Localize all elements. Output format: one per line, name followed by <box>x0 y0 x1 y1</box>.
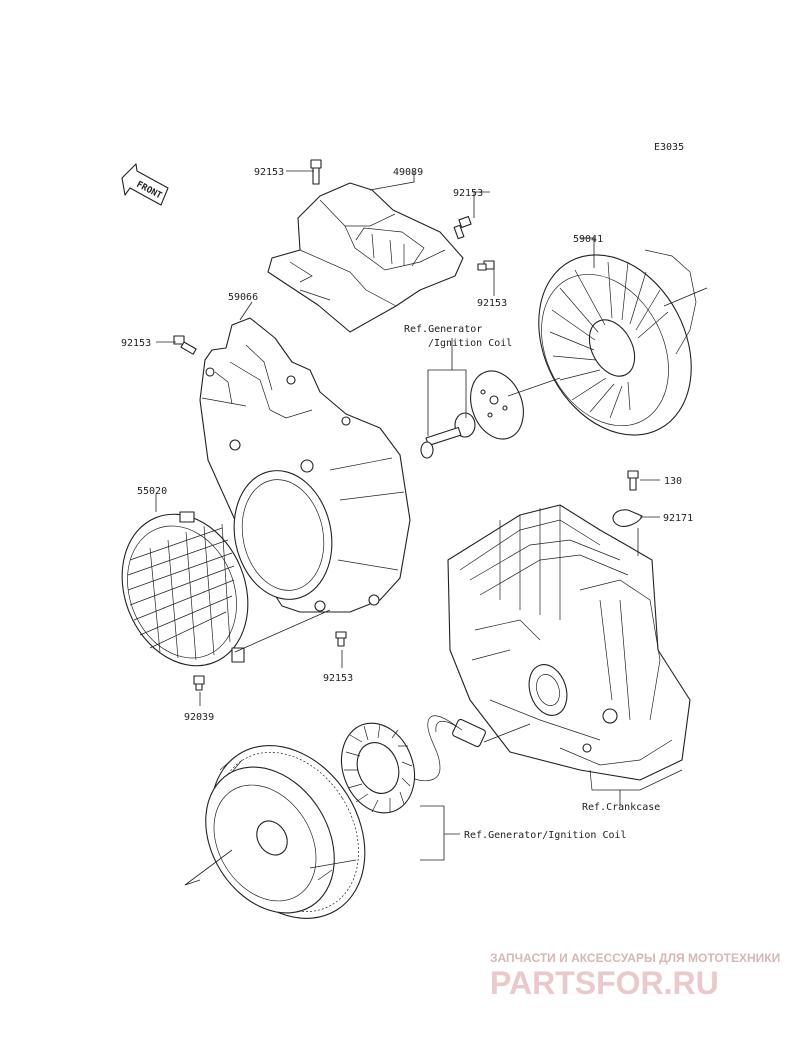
label-cover-top: 49089 <box>393 167 423 178</box>
generator-plate <box>420 370 524 459</box>
bolt-cover-lower <box>477 260 495 271</box>
flywheel-fan-59041 <box>538 249 697 436</box>
label-bolt-top-left: 92153 <box>254 167 284 178</box>
fan-shroud-59066 <box>199 317 411 613</box>
front-arrow-icon: FRONT <box>121 163 169 206</box>
label-ref-generator-1: Ref.Generator <box>404 324 482 335</box>
clamp-92171 <box>612 509 643 527</box>
label-bolt-130: 130 <box>664 476 682 487</box>
bolt-top-left <box>310 159 322 185</box>
label-flywheel-fan: 59041 <box>573 234 603 245</box>
watermark-brand: PARTSFOR.RU <box>490 965 719 1001</box>
label-bolt-shroud-bottom: 92153 <box>323 673 353 684</box>
diagram-code: E3035 <box>654 142 684 153</box>
label-ref-generator-2: /Ignition Coil <box>428 338 512 349</box>
bolt-shroud-bottom <box>335 631 347 647</box>
label-screw-screen: 92039 <box>184 712 214 723</box>
label-bolt-shroud-left: 92153 <box>121 338 151 349</box>
label-shroud: 59066 <box>228 292 258 303</box>
label-bolt-top-right: 92153 <box>453 188 483 199</box>
label-screen: 55020 <box>137 486 167 497</box>
bolt-130 <box>627 470 639 491</box>
crankcase <box>447 504 691 791</box>
leader-lines <box>155 170 660 886</box>
label-bolt-cover-lower: 92153 <box>477 298 507 309</box>
label-clamp: 92171 <box>663 513 693 524</box>
label-ref-generator-coil: Ref.Generator/Ignition Coil <box>464 830 627 841</box>
bolt-shroud-left <box>173 335 197 355</box>
wire-connector <box>411 715 486 782</box>
watermark-tagline: ЗАПЧАСТИ И АКСЕССУАРЫ ДЛЯ МОТОТЕХНИКИ <box>490 951 780 965</box>
screen-55020 <box>121 511 249 667</box>
top-cover-49089 <box>267 182 464 333</box>
stator-coil <box>340 722 416 814</box>
label-ref-crankcase: Ref.Crankcase <box>582 802 660 813</box>
screw-92039 <box>193 675 205 691</box>
bolt-top-right <box>453 215 472 240</box>
flywheel <box>205 745 366 919</box>
